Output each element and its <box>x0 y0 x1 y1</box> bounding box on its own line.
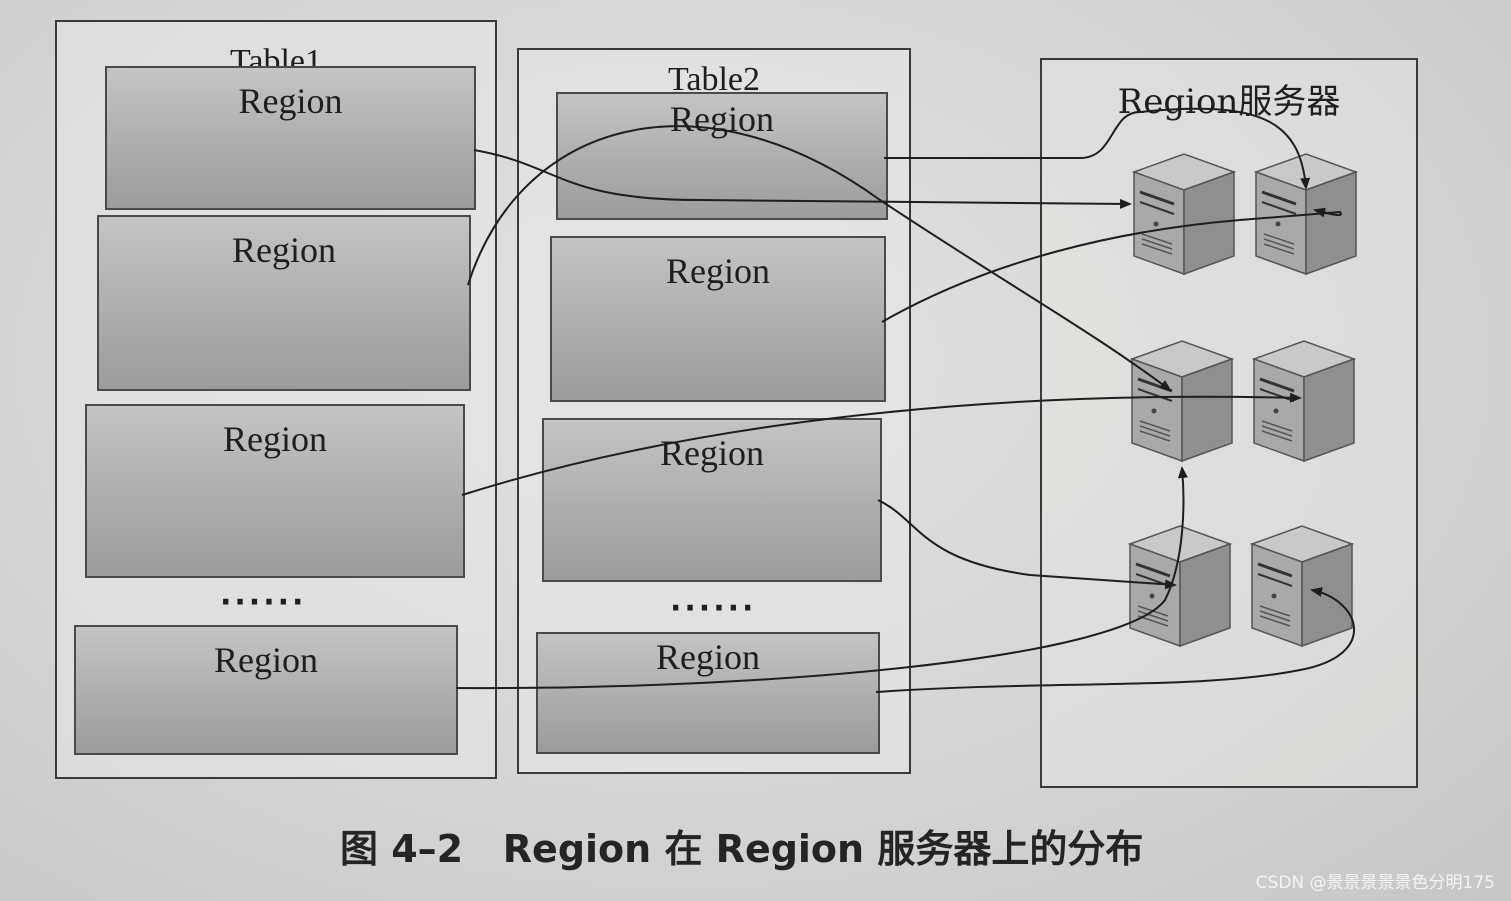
table2-ellipsis: ······ <box>670 591 757 626</box>
table2-region-3: Region <box>542 418 882 582</box>
figure-caption: 图 4–2 Region 在 Region 服务器上的分布 <box>340 827 1144 871</box>
arrow-t2r2-to-server <box>881 207 1342 323</box>
arrow-t1r4-to-server <box>455 466 1188 690</box>
region-label: Region <box>214 640 318 680</box>
server-icon <box>1127 525 1233 648</box>
table2-region-1: Region <box>556 92 888 220</box>
region-label: Region <box>666 251 770 291</box>
server-icon <box>1253 153 1359 276</box>
csdn-watermark: CSDN @景景景景景色分明175 <box>1255 873 1495 893</box>
region-label: Region <box>656 637 760 677</box>
region-label: Region <box>660 433 764 473</box>
table1-region-2: Region <box>97 215 471 391</box>
region-label: Region <box>670 99 774 139</box>
arrow-t1r1-to-server <box>473 149 1132 209</box>
table2-title: Table2 <box>667 61 761 98</box>
region-label: Region <box>232 230 336 270</box>
region-label: Region <box>223 419 327 459</box>
arrow-t1r3-to-server <box>461 392 1302 496</box>
table1-ellipsis: ······ <box>220 585 307 620</box>
region-label: Region <box>238 81 343 121</box>
table1-region-1: Region <box>105 66 476 210</box>
table2-region-4: Region <box>536 632 880 754</box>
arrow-t1r2-to-server <box>467 125 1172 392</box>
arrow-t2r4-to-server <box>875 587 1355 693</box>
table1-region-3: Region <box>85 404 465 578</box>
arrow-t2r3-to-server <box>877 499 1177 590</box>
server-icon <box>1251 340 1357 463</box>
table1-region-4: Region <box>74 625 458 755</box>
region-server-title: Region服务器 <box>1117 82 1341 122</box>
table2-region-2: Region <box>550 236 886 402</box>
arrow-t2r1-to-server <box>884 107 1311 190</box>
